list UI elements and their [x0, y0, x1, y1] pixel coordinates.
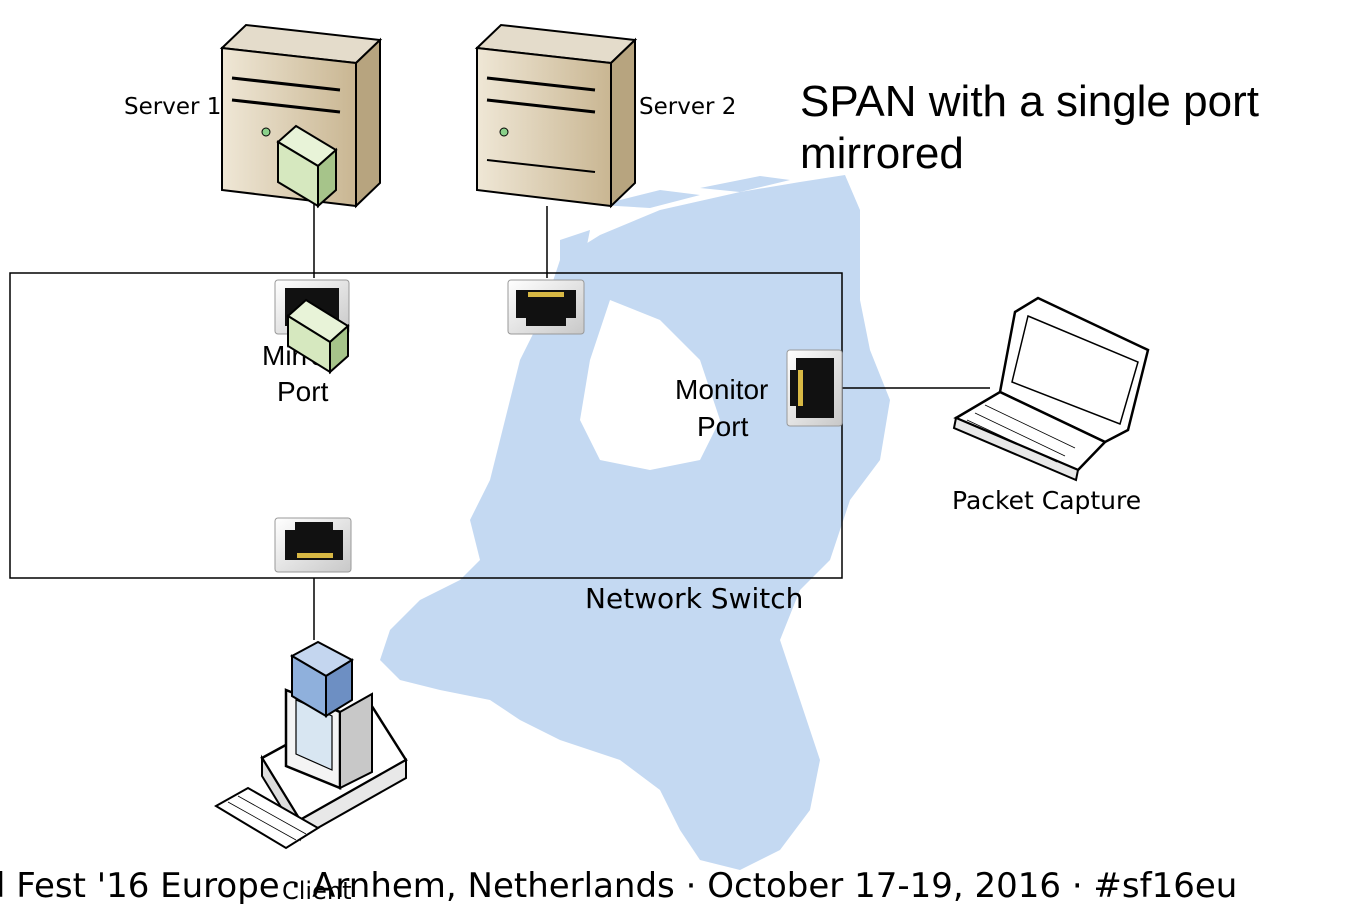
diagram-title: SPAN with a single port mirrored [800, 77, 1259, 178]
footer-banner: l Fest '16 Europe · Arnhem, Netherlands … [0, 866, 1238, 906]
server-2-label: Server 2 [639, 94, 737, 120]
client-port-icon [274, 517, 352, 573]
desktop-pc-icon [214, 640, 408, 850]
server-2-port-icon [507, 279, 585, 335]
mirror-port-label-line2: Port [277, 376, 329, 407]
laptop-icon [952, 296, 1150, 482]
network-switch-label: Network Switch [585, 582, 804, 615]
server-1-icon [219, 23, 383, 209]
monitor-port-label-line1: Monitor [675, 374, 769, 405]
monitor-port-icon [786, 349, 843, 427]
packet-capture-label: Packet Capture [952, 486, 1142, 515]
map-islands [560, 176, 790, 262]
server-2-icon [474, 23, 638, 209]
netherlands-map-background [380, 175, 890, 870]
mirror-port-icon [274, 279, 350, 375]
client-label: Client [282, 877, 352, 905]
network-switch-box [9, 272, 843, 579]
server-1-label: Server 1 [124, 94, 222, 120]
monitor-port-label-line2: Port [697, 411, 749, 442]
